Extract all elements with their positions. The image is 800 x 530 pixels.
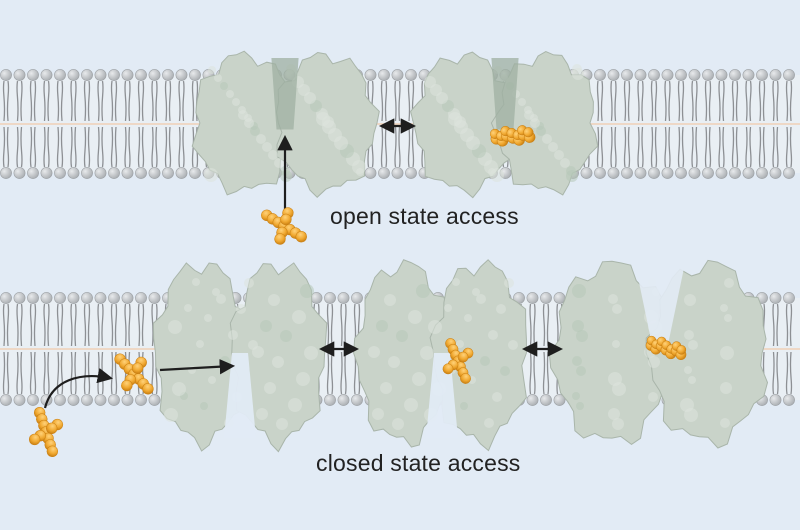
open-state-caption: open state access [330,203,519,230]
closed-state-caption: closed state access [316,450,521,477]
upper-membrane [0,69,800,178]
protein-closed-1 [153,263,326,452]
ligand-outside-lower [18,401,74,463]
protein-closed-3 [549,260,767,448]
protein-closed-2 [354,260,527,451]
